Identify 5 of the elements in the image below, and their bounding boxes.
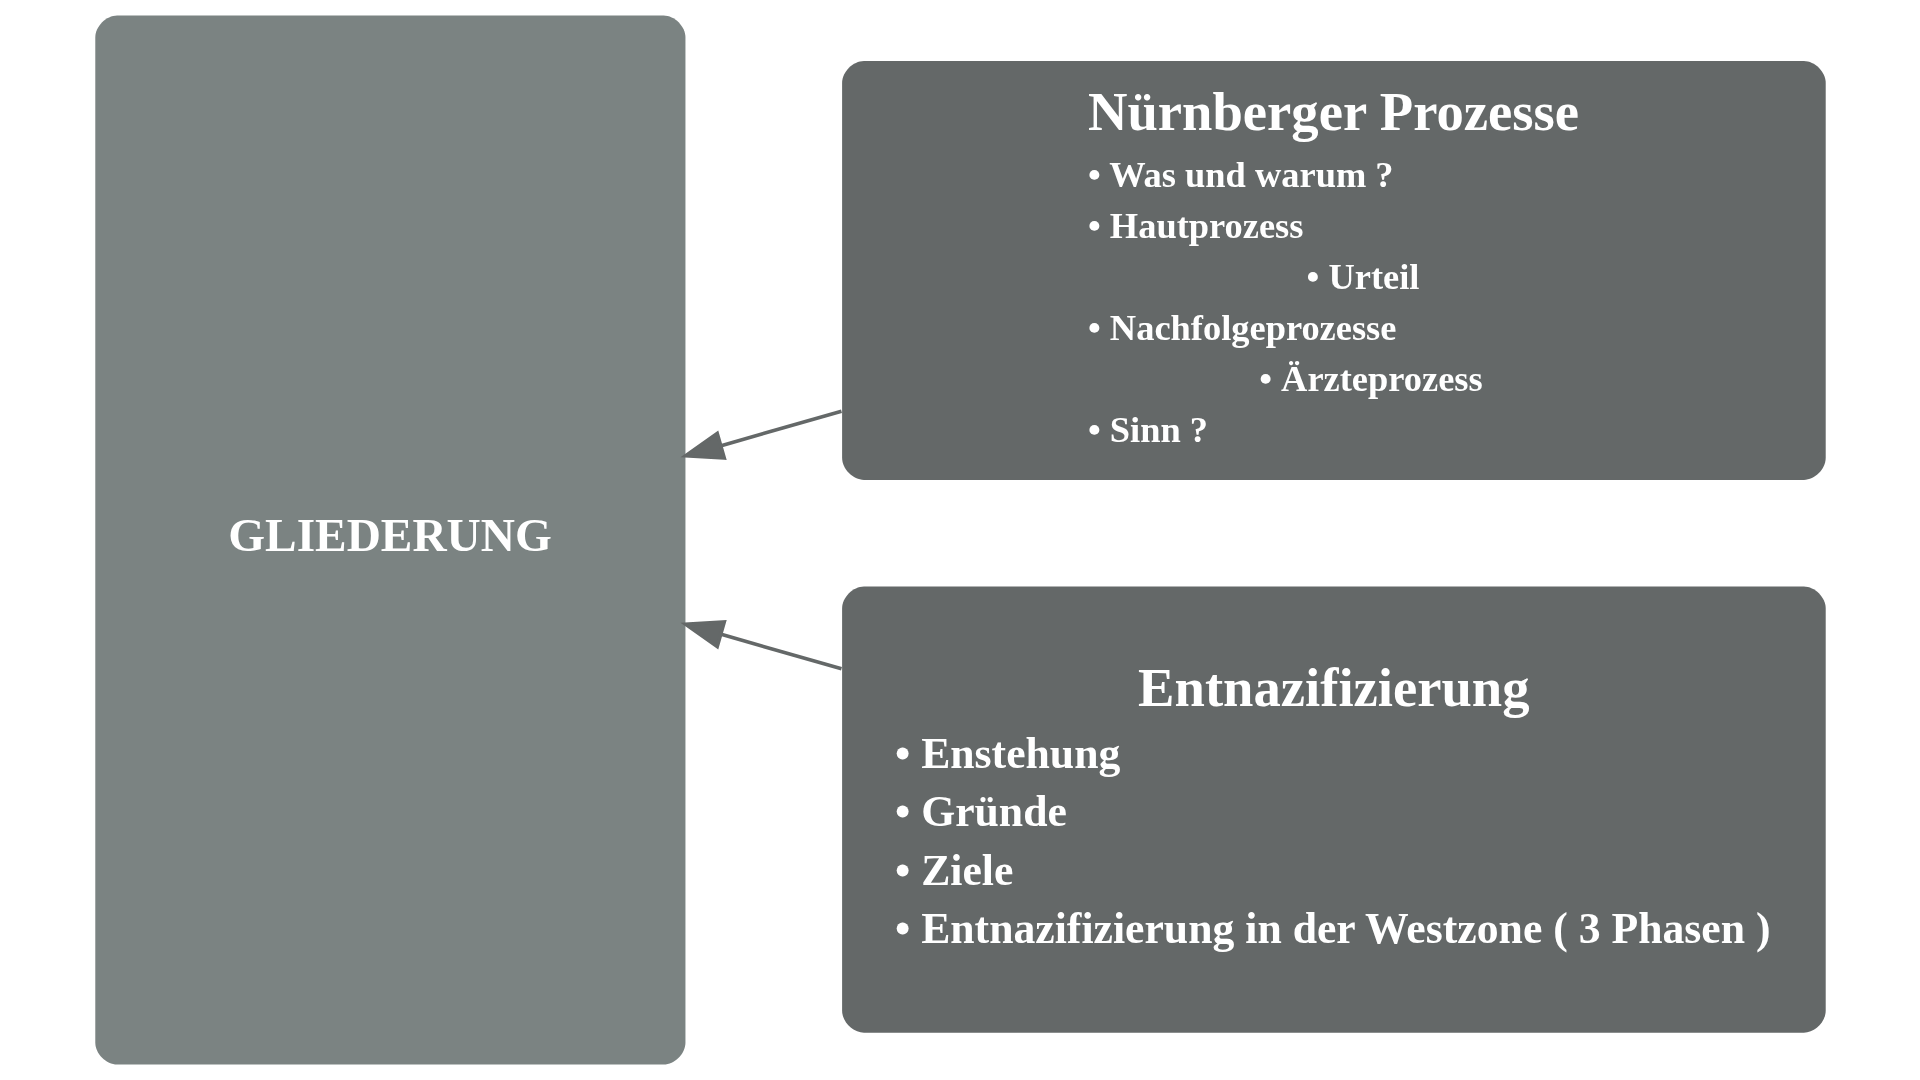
node-box: GLIEDERUNG (94, 15, 685, 1065)
arrow (679, 409, 842, 460)
node-box: Entnazifizierung • Enstehung • Gründe • Ziele • Entnazifizierung in der Westzone ( 3 Phasen ) (841, 586, 1826, 1033)
arrow (679, 620, 842, 671)
node-box: Nürnberger Prozesse • Was und warum ? • Hautprozess • Urteil • Nachfolgeprozesse • Ärzteprozess • Sinn ? (841, 60, 1826, 480)
